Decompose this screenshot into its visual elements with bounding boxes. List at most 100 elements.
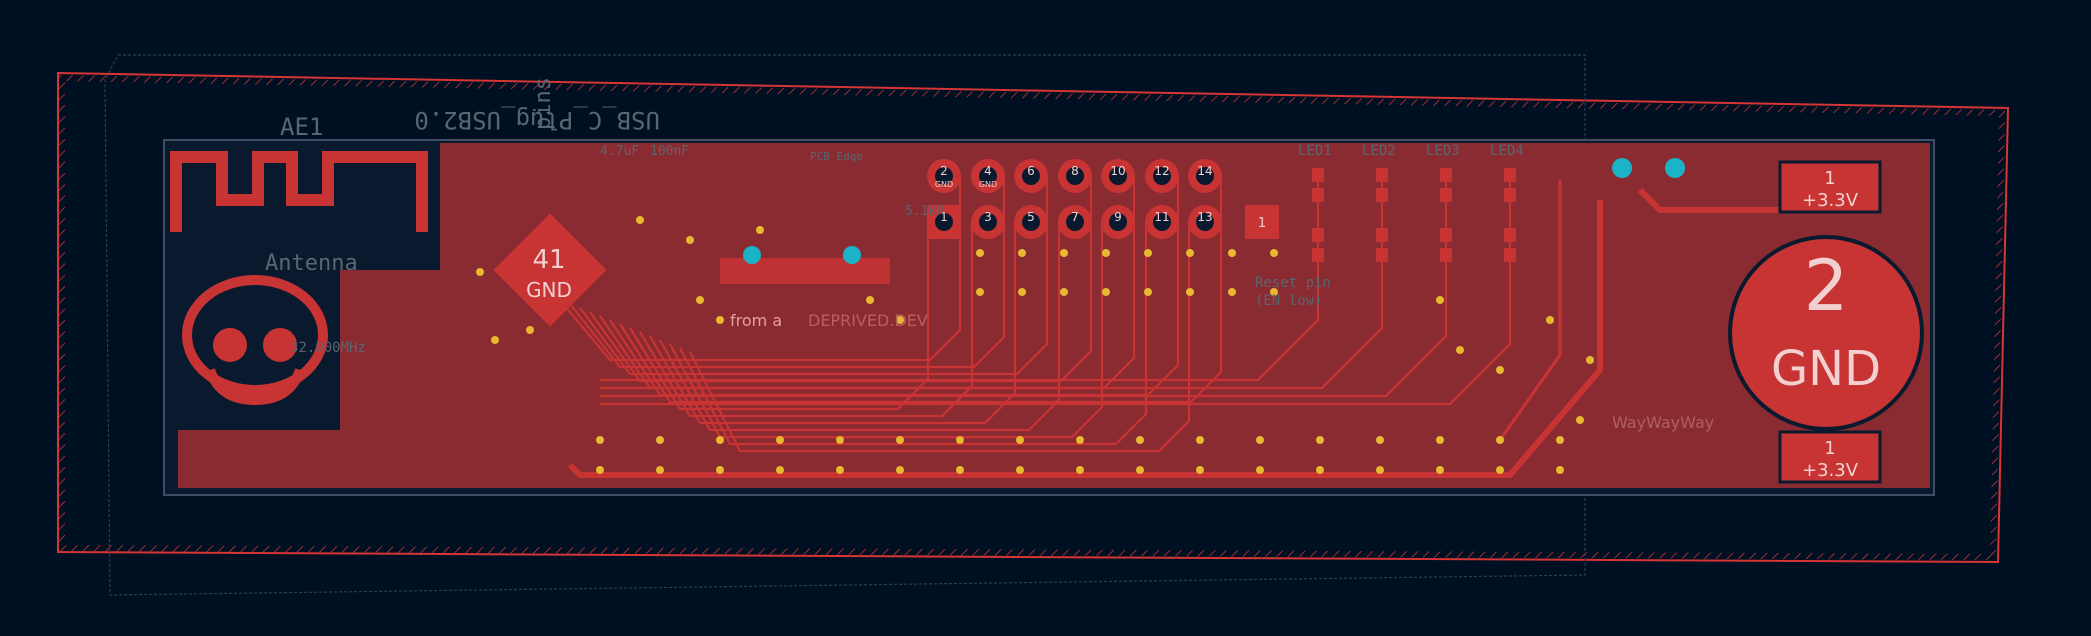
led-pad[interactable] <box>1312 248 1324 262</box>
pcb-edge-label: PCB Edge <box>810 150 863 163</box>
usb-through-hole-right[interactable] <box>843 246 861 264</box>
led-pad[interactable] <box>1504 228 1516 242</box>
via <box>686 236 694 244</box>
via <box>776 466 784 474</box>
via <box>1436 296 1444 304</box>
via <box>1018 288 1026 296</box>
board-outline-hatched <box>57 71 2010 564</box>
pad-net: GND <box>1771 341 1881 397</box>
pad-number: 4 <box>984 164 992 178</box>
via <box>596 436 604 444</box>
header-pad-14[interactable]: 14 <box>1188 159 1222 193</box>
header-pad-5[interactable]: 5 <box>1014 205 1048 239</box>
led-pad[interactable] <box>1504 188 1516 202</box>
header-pad-1[interactable]: 1 <box>927 205 961 239</box>
via <box>866 296 874 304</box>
via <box>716 436 724 444</box>
via <box>656 466 664 474</box>
via <box>1076 436 1084 444</box>
crystal-label: 32.000MHz <box>290 340 366 356</box>
header-pad-8[interactable]: 8 <box>1058 159 1092 193</box>
led-pad[interactable] <box>1504 168 1516 182</box>
pad-net: GND <box>935 180 953 189</box>
led-pad[interactable] <box>1376 248 1388 262</box>
header-pad-12[interactable]: 12 <box>1145 159 1179 193</box>
antenna-value-label: Antenna <box>265 251 358 276</box>
from-label: from a <box>730 311 782 330</box>
led-label: LED3 <box>1426 143 1460 159</box>
pad-number: 9 <box>1114 210 1122 224</box>
pad-net: +3.3V <box>1802 190 1859 211</box>
header-pad-10[interactable]: 10 <box>1101 159 1135 193</box>
via <box>716 466 724 474</box>
battery-pad-top[interactable]: 1 +3.3V <box>1778 160 1882 214</box>
via <box>976 288 984 296</box>
via <box>1496 466 1504 474</box>
battery-through-hole-right[interactable] <box>1665 158 1685 178</box>
led-pad[interactable] <box>1504 248 1516 262</box>
via <box>896 316 904 324</box>
pad-number: 1 <box>1258 216 1266 231</box>
led-pad[interactable] <box>1376 168 1388 182</box>
header-pad-7[interactable]: 7 <box>1058 205 1092 239</box>
reset-pad[interactable]: 1 <box>1245 205 1279 239</box>
usb-through-hole-left[interactable] <box>743 246 761 264</box>
via <box>656 436 664 444</box>
ground-fill <box>180 143 1930 488</box>
skull-logo <box>182 275 328 406</box>
via <box>1196 466 1204 474</box>
via <box>1186 249 1194 257</box>
pad-number: 2 <box>1804 245 1849 327</box>
via <box>1256 436 1264 444</box>
via <box>1546 316 1554 324</box>
led-pad[interactable] <box>1312 168 1324 182</box>
via <box>776 436 784 444</box>
via <box>836 466 844 474</box>
via <box>1316 466 1324 474</box>
battery-pad-bottom[interactable]: 1 +3.3V <box>1778 430 1882 484</box>
pins-label: pins <box>531 77 556 130</box>
led-pad[interactable] <box>1440 248 1452 262</box>
via <box>716 316 724 324</box>
usb-ref-label: USB_C_Plug_USB2.0 <box>414 106 660 134</box>
usb-connector-pads[interactable] <box>720 258 890 284</box>
via <box>956 466 964 474</box>
via <box>756 226 764 234</box>
brand-label: DEPRIVED.DEV <box>808 311 928 330</box>
led-pad[interactable] <box>1376 228 1388 242</box>
bottom-fill-strip <box>178 430 358 488</box>
led-pad[interactable] <box>1440 168 1452 182</box>
led-label: LED4 <box>1490 143 1524 159</box>
header-pad-9[interactable]: 9 <box>1101 205 1135 239</box>
led-pad[interactable] <box>1440 188 1452 202</box>
pad-number: 5 <box>1027 210 1035 224</box>
via <box>1270 249 1278 257</box>
pad-number: 11 <box>1154 210 1169 224</box>
battery-through-hole-left[interactable] <box>1612 158 1632 178</box>
via <box>1102 249 1110 257</box>
pad-number: 13 <box>1197 210 1212 224</box>
via <box>1376 436 1384 444</box>
via <box>1136 466 1144 474</box>
battery-pad-center[interactable]: 2 GND <box>1728 235 1924 431</box>
led-pad[interactable] <box>1312 228 1324 242</box>
led-pad[interactable] <box>1312 188 1324 202</box>
via <box>1456 346 1464 354</box>
header-pad-6[interactable]: 6 <box>1014 159 1048 193</box>
via <box>476 268 484 276</box>
header-pad-3[interactable]: 3 <box>971 205 1005 239</box>
via <box>1228 288 1236 296</box>
via <box>1060 249 1068 257</box>
led-pad[interactable] <box>1376 188 1388 202</box>
led-pad[interactable] <box>1440 228 1452 242</box>
header-pad-11[interactable]: 11 <box>1145 205 1179 239</box>
led-label: LED1 <box>1298 143 1332 159</box>
header-pad-13[interactable]: 13 <box>1188 205 1222 239</box>
pad-number: 1 <box>940 210 948 224</box>
via <box>1256 466 1264 474</box>
pad-net: +3.3V <box>1802 460 1859 481</box>
via <box>836 436 844 444</box>
